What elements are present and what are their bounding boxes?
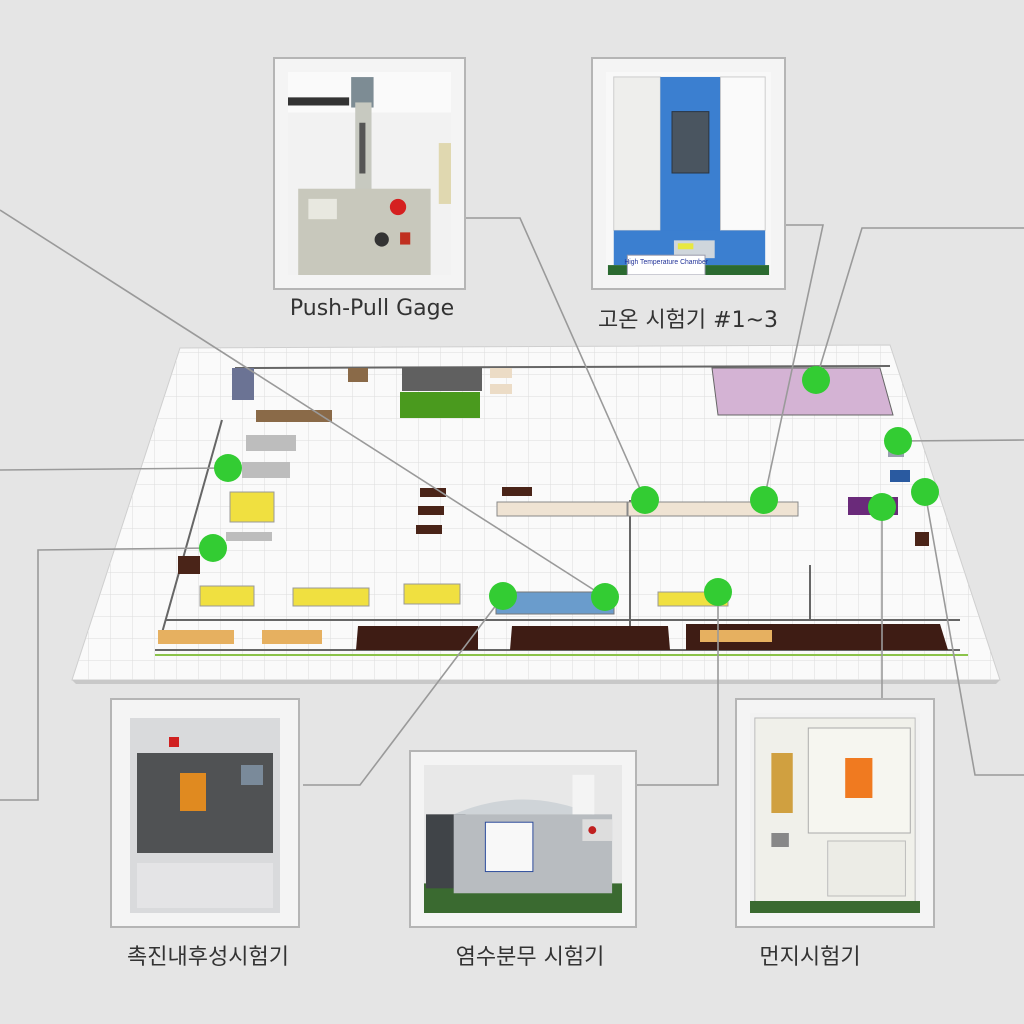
push-pull-gage-photo [273, 57, 466, 290]
location-marker[interactable] [591, 583, 619, 611]
location-markers [199, 366, 939, 611]
leader-lines [0, 209, 1024, 801]
location-marker[interactable] [802, 366, 830, 394]
salt-spray-tester-photo [409, 750, 637, 928]
dust-tester-photo [735, 698, 935, 928]
salt-spray-tester-label: 염수분무 시험기 [455, 945, 605, 970]
location-marker[interactable] [911, 478, 939, 506]
location-marker[interactable] [704, 578, 732, 606]
location-marker[interactable] [750, 486, 778, 514]
location-marker[interactable] [199, 534, 227, 562]
push-pull-gage-label: Push-Pull Gage [289, 296, 455, 321]
weathering-tester-photo [110, 698, 300, 928]
chamber-sign: High Temperature Chamber [624, 259, 708, 266]
equipment-blocks [158, 367, 948, 650]
floor-plan [71, 344, 1001, 684]
weathering-tester-label: 촉진내후성시험기 [127, 945, 289, 970]
dust-tester-label: 먼지시험기 [759, 945, 861, 970]
high-temp-chamber-label: 고온 시험기 #1~3 [597, 308, 779, 333]
high-temp-chamber-photo: High Temperature Chamber [591, 57, 786, 290]
location-marker[interactable] [489, 582, 517, 610]
location-marker[interactable] [868, 493, 896, 521]
location-marker[interactable] [214, 454, 242, 482]
location-marker[interactable] [631, 486, 659, 514]
location-marker[interactable] [884, 427, 912, 455]
